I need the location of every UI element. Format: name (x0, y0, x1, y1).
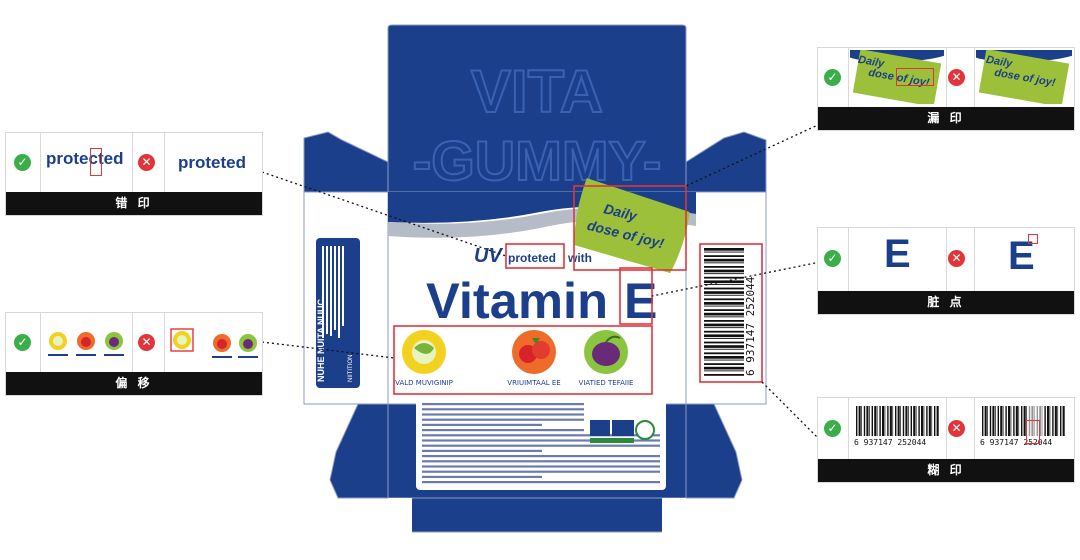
defect-icon: ✕ (138, 334, 155, 351)
fruit-icon-lemon (402, 330, 446, 374)
top-flap (387, 24, 687, 193)
ok-icon: ✓ (824, 420, 841, 437)
missing-good-highlight (896, 68, 934, 86)
fruit-label-2: VRIUIMTAAL EE (507, 379, 560, 387)
side-panel-small: NIITITION (348, 355, 354, 382)
misprint-good-highlight (90, 148, 102, 176)
bottom-tuck (403, 497, 671, 533)
blur-bad-barcode (982, 406, 1065, 436)
logo-line-1: VITA (471, 58, 603, 125)
highlight-misprint (505, 243, 565, 269)
leader-lines (261, 123, 821, 441)
defect-highlights (393, 185, 763, 395)
ok-icon: ✓ (824, 250, 841, 267)
blur-good-number: 6 937147 252044 (854, 438, 927, 447)
offset-panel: ✓ ✕ 偏 移 (6, 313, 262, 395)
left-dust-flap (303, 131, 389, 193)
defect-icon: ✕ (948, 250, 965, 267)
leader-dirt (651, 261, 821, 297)
bottom-left-flap (329, 403, 389, 499)
offset-bad-fruits (170, 328, 258, 358)
barcode-number: 6 937147 252044 (744, 276, 757, 376)
nutrition-text-lines (322, 246, 344, 338)
blur-label: 糊 印 (818, 459, 1074, 482)
blur-good-barcode (856, 406, 939, 436)
blur-bad-number: 6 937147 252044 (980, 438, 1053, 447)
highlight-offset (393, 325, 653, 395)
bottom-right-flap (685, 403, 743, 499)
missing-good-swatch: Daily dose of joy! (850, 50, 944, 104)
tagline-with: with (567, 251, 592, 265)
misprint-good-text: protected (46, 149, 124, 168)
product-name: Vitamin (426, 273, 608, 329)
highlight-missing (573, 185, 687, 271)
barcode (704, 248, 744, 376)
defect-icon: ✕ (948, 420, 965, 437)
fruit-icon-plum (584, 330, 628, 374)
misprint-bad-text: proteted (178, 153, 246, 172)
missing-bad-swatch: Daily dose of joy! (976, 50, 1072, 104)
dirt-panel: ✓ E ✕ E 脏 点 (818, 228, 1074, 314)
logo-line-2: -GUMMY- (413, 129, 662, 192)
ok-icon: ✓ (14, 334, 31, 351)
fruit-label-1: VALD MUVIGINIP (395, 379, 453, 387)
leader-misprint (261, 171, 507, 257)
dirt-spot-highlight (1028, 234, 1038, 244)
side-panel-title: NUHE NUITA NUUC (316, 299, 326, 382)
tagline-protected: proteted (508, 251, 556, 265)
certification-logos (590, 420, 655, 443)
missing-label: 漏 印 (818, 107, 1074, 130)
offset-good-fruits (48, 332, 124, 356)
ingredient-text-lines (422, 403, 660, 484)
dirt-bad-letter: E (1008, 234, 1035, 278)
dirt-good-letter: E (884, 232, 911, 276)
offset-label: 偏 移 (6, 372, 262, 395)
highlight-blur (699, 243, 763, 383)
blur-panel: ✓ 6 937147 252044 ✕ 6 937147 252044 糊 印 (818, 398, 1074, 482)
right-dust-flap (685, 131, 767, 193)
daily-dose-badge: Daily dose of joy! (574, 178, 690, 274)
leader-blur (761, 381, 821, 441)
leader-offset (261, 341, 395, 359)
blur-highlight (1026, 420, 1040, 444)
ok-icon: ✓ (14, 154, 31, 171)
tagline-uv: UV (474, 245, 503, 267)
missing-panel: ✓ Daily dose of joy! ✕ Daily dose of joy… (818, 48, 1074, 130)
misprint-panel: ✓ protected ✕ proteted 错 印 (6, 133, 262, 215)
misprint-label: 错 印 (6, 192, 262, 215)
fruit-label-3: VIATIED TEFAIIE (579, 379, 634, 387)
fruit-icon-strawberry (512, 330, 556, 374)
dirt-label: 脏 点 (818, 291, 1074, 314)
ok-icon: ✓ (824, 69, 841, 86)
defect-icon: ✕ (138, 154, 155, 171)
defect-icon: ✕ (948, 69, 965, 86)
